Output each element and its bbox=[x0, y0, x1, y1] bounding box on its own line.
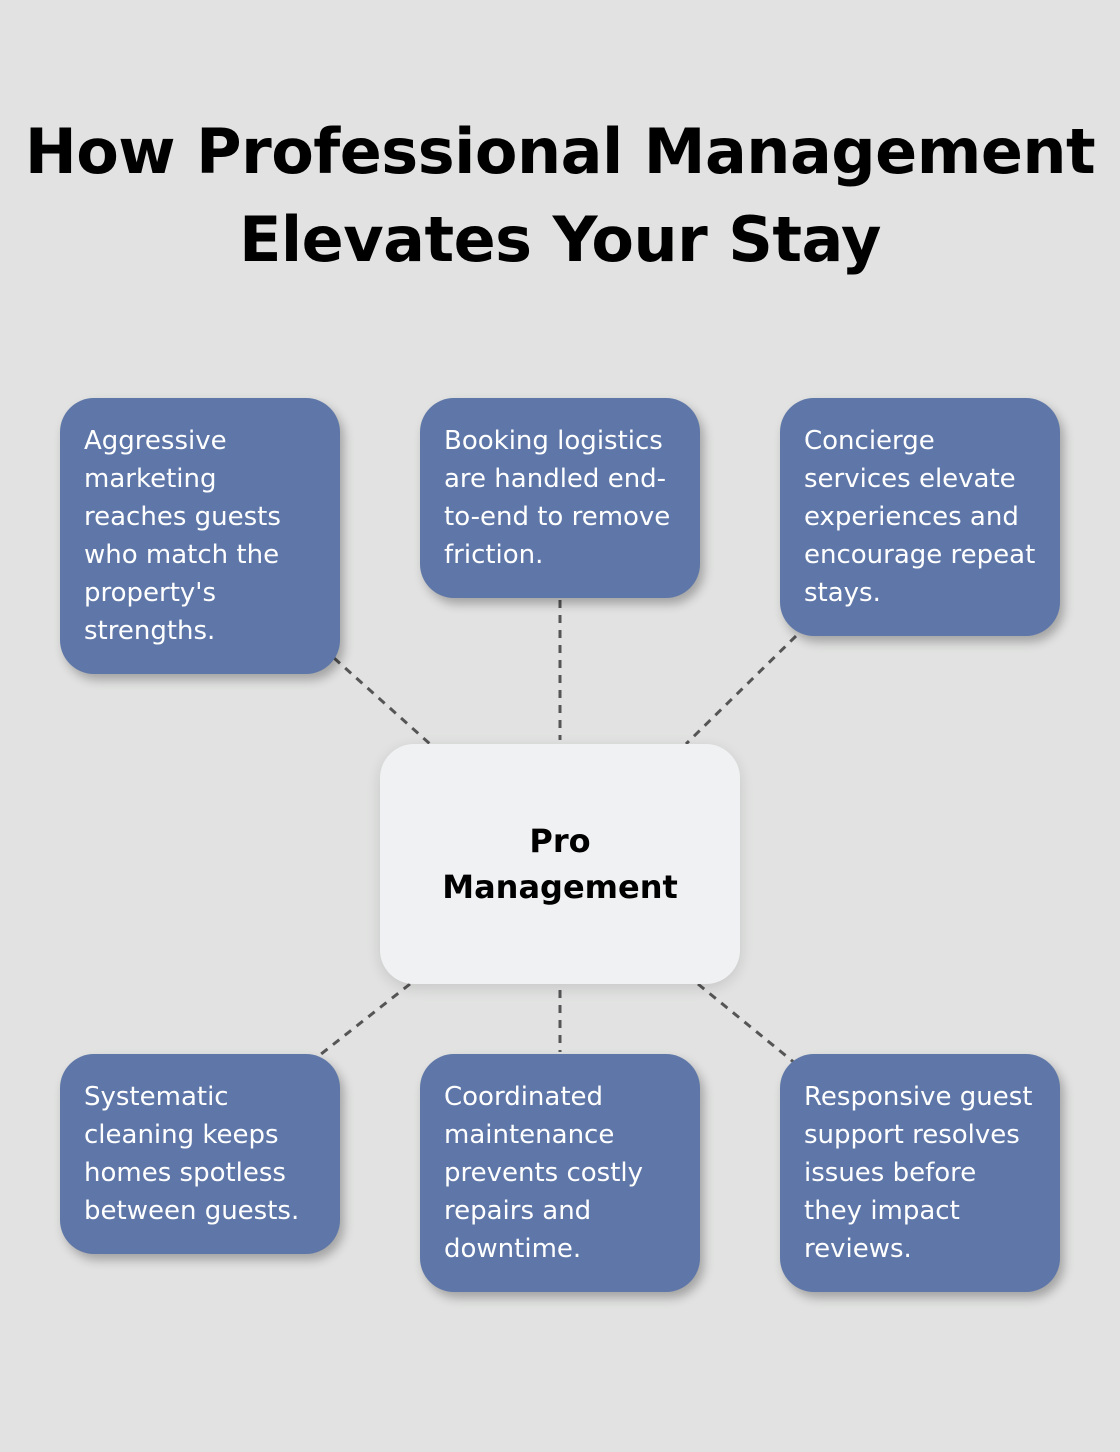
node-support-text: Responsive guest support resolves issues… bbox=[804, 1082, 1033, 1264]
node-booking-text: Booking logistics are handled end-to-end… bbox=[444, 426, 671, 570]
node-concierge-text: Concierge services elevate experiences a… bbox=[804, 426, 1036, 608]
node-cleaning-text: Systematic cleaning keeps homes spotless… bbox=[84, 1082, 300, 1226]
node-marketing-text: Aggressive marketing reaches guests who … bbox=[84, 426, 281, 646]
title-line-2: Elevates Your Stay bbox=[239, 203, 881, 276]
node-maintenance-text: Coordinated maintenance prevents costly … bbox=[444, 1082, 644, 1264]
node-concierge: Concierge services elevate experiences a… bbox=[780, 398, 1060, 636]
node-support: Responsive guest support resolves issues… bbox=[780, 1054, 1060, 1292]
title-line-1: How Professional Management bbox=[24, 115, 1096, 188]
connector-bottom-left bbox=[315, 982, 411, 1060]
node-maintenance: Coordinated maintenance prevents costly … bbox=[420, 1054, 700, 1292]
center-node-label: Pro Management bbox=[442, 822, 678, 906]
center-node: Pro Management bbox=[380, 744, 740, 984]
connector-top-right bbox=[684, 634, 798, 746]
node-cleaning: Systematic cleaning keeps homes spotless… bbox=[60, 1054, 340, 1254]
connector-bottom-right bbox=[697, 982, 797, 1066]
node-marketing: Aggressive marketing reaches guests who … bbox=[60, 398, 340, 674]
page-title: How Professional Management Elevates You… bbox=[0, 108, 1120, 284]
connector-top-left bbox=[332, 656, 432, 746]
node-booking: Booking logistics are handled end-to-end… bbox=[420, 398, 700, 598]
